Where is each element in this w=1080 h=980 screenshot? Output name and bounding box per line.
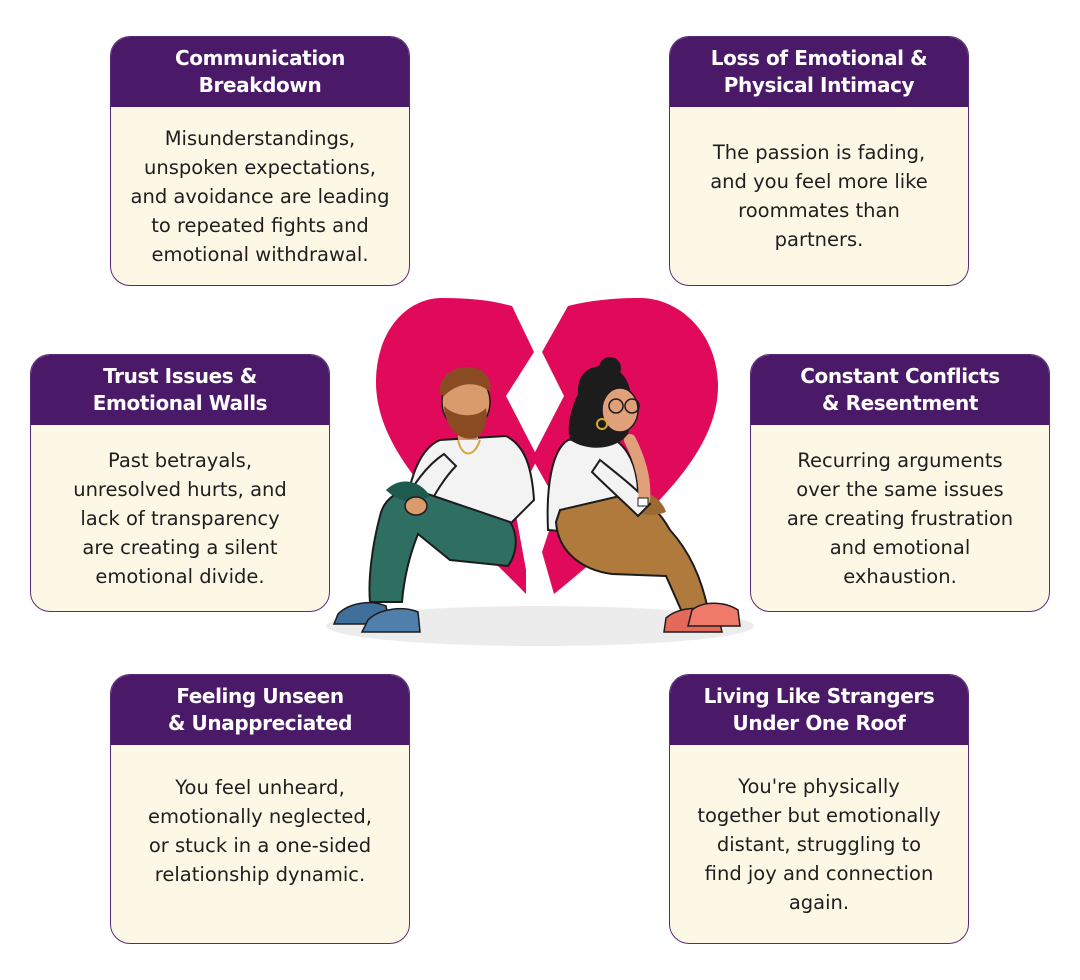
card-text-line: Misunderstandings,: [164, 126, 356, 150]
card-text-line: relationship dynamic.: [154, 863, 366, 886]
card-title-line: Constant Conflicts: [800, 364, 1000, 388]
card-text-line: lack of transparency: [80, 506, 280, 530]
card-title-line: & Unappreciated: [167, 711, 353, 735]
card-text-line: emotional withdrawal.: [151, 242, 369, 266]
card-text-line: distant, struggling to: [716, 832, 922, 856]
woman-figure: [546, 357, 741, 633]
card-text-line: again.: [788, 890, 850, 914]
broken-heart-couple-icon: [326, 298, 754, 646]
card-text-line: to repeated fights and: [151, 213, 369, 237]
card-description: The passion is fading, and you feel more…: [670, 107, 968, 285]
card-text-line: and avoidance are leading: [130, 184, 390, 208]
card-text-line: are creating a silent: [82, 535, 278, 559]
card-text-line: unresolved hurts, and: [73, 477, 287, 501]
card-feeling-unseen: Feeling Unseen & Unappreciated You feel …: [110, 674, 410, 944]
card-title-line: Living Like Strangers: [703, 684, 935, 708]
card-title: Living Like Strangers Under One Roof: [670, 675, 968, 745]
card-text-line: and emotional: [829, 535, 971, 559]
card-description: You feel unheard, emotionally neglected,…: [111, 745, 409, 943]
card-title: Feeling Unseen & Unappreciated: [111, 675, 409, 745]
card-description: Misunderstandings, unspoken expectations…: [111, 107, 409, 285]
card-text-line: You feel unheard,: [175, 776, 345, 799]
card-title-line: Loss of Emotional &: [710, 46, 928, 70]
card-description: You're physically together but emotional…: [670, 745, 968, 943]
card-title-line: Under One Roof: [732, 711, 906, 735]
card-text-line: together but emotionally: [697, 803, 941, 827]
card-title-line: Breakdown: [198, 73, 322, 97]
card-text-line: emotional divide.: [95, 564, 265, 588]
card-living-like-strangers: Living Like Strangers Under One Roof You…: [669, 674, 969, 944]
card-text-line: are creating frustration: [786, 506, 1014, 530]
card-title: Constant Conflicts & Resentment: [751, 355, 1049, 425]
floor-shadow: [326, 606, 754, 646]
card-text-line: You're physically: [738, 774, 900, 798]
card-title: Communication Breakdown: [111, 37, 409, 107]
card-text-line: Past betrayals,: [107, 448, 253, 472]
card-description: Past betrayals, unresolved hurts, and la…: [31, 425, 329, 611]
card-text-line: over the same issues: [796, 477, 1004, 501]
card-loss-of-intimacy: Loss of Emotional & Physical Intimacy Th…: [669, 36, 969, 286]
card-text-line: and you feel more like: [710, 170, 928, 193]
card-constant-conflicts: Constant Conflicts & Resentment Recurrin…: [750, 354, 1050, 612]
card-text-line: The passion is fading,: [712, 141, 926, 164]
card-title-line: Emotional Walls: [92, 391, 268, 415]
card-title-line: Physical Intimacy: [723, 73, 915, 97]
card-text-line: or stuck in a one-sided: [148, 834, 372, 857]
card-text-line: Recurring arguments: [797, 448, 1003, 472]
card-title: Trust Issues & Emotional Walls: [31, 355, 329, 425]
card-text-line: roommates than: [738, 199, 900, 222]
card-text-line: find joy and connection: [704, 861, 934, 885]
card-title-line: & Resentment: [821, 391, 979, 415]
card-communication-breakdown: Communication Breakdown Misunderstanding…: [110, 36, 410, 286]
card-text-line: emotionally neglected,: [148, 805, 372, 828]
card-title-line: Feeling Unseen: [176, 684, 344, 708]
card-title: Loss of Emotional & Physical Intimacy: [670, 37, 968, 107]
man-figure: [332, 367, 536, 633]
card-title-line: Trust Issues &: [103, 364, 257, 388]
card-title-line: Communication: [175, 46, 345, 70]
card-text-line: partners.: [774, 228, 864, 251]
card-trust-issues: Trust Issues & Emotional Walls Past betr…: [30, 354, 330, 612]
card-text-line: exhaustion.: [843, 564, 957, 588]
card-description: Recurring arguments over the same issues…: [751, 425, 1049, 611]
card-text-line: unspoken expectations,: [144, 155, 376, 179]
